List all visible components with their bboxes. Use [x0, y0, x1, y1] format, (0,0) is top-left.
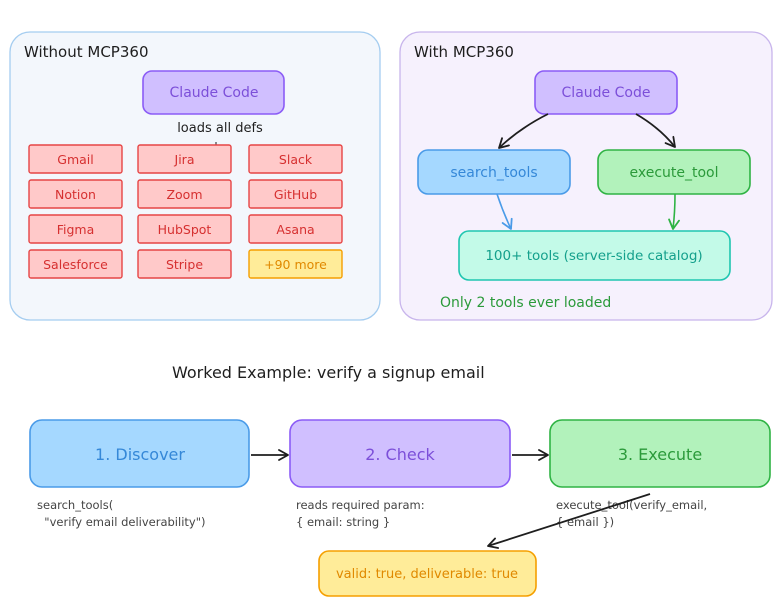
- tool-chip-box: [137, 214, 232, 244]
- example-flow: 1. Discover 2. Check 3. Execute search_t…: [29, 419, 771, 597]
- step-check-detail-line: { email: string }: [296, 515, 390, 529]
- step-check-node[interactable]: [289, 419, 511, 488]
- step-discover-detail-line: "verify email deliverability"): [37, 515, 205, 529]
- step-execute-detail-line: execute_tool(verify_email,: [556, 498, 707, 512]
- step-execute-label: 3. Execute: [618, 445, 702, 464]
- edge-execute-to-catalog: [668, 193, 680, 230]
- step-execute-detail: execute_tool(verify_email, { email }): [556, 498, 711, 529]
- tool-chip-label: Salesforce: [43, 257, 108, 272]
- search-tools-node[interactable]: [417, 149, 571, 195]
- tool-chip[interactable]: Notion: [28, 179, 123, 209]
- edge-search-to-catalog: [496, 193, 513, 230]
- tool-chip-label: Zoom: [166, 187, 202, 202]
- step-discover-detail-line: search_tools(: [37, 498, 113, 512]
- tool-chip-box: [28, 144, 123, 174]
- result-node[interactable]: [318, 550, 537, 597]
- execute-tool-node[interactable]: [597, 149, 751, 195]
- tool-chip-label: GitHub: [274, 187, 317, 202]
- tool-chip[interactable]: GitHub: [248, 179, 343, 209]
- tool-chip[interactable]: Figma: [28, 214, 123, 244]
- tool-chip[interactable]: Slack: [248, 144, 343, 174]
- client-node-left[interactable]: [142, 70, 285, 115]
- catalog-node-label: 100+ tools (server-side catalog): [485, 248, 702, 264]
- tool-chip-box: [248, 214, 343, 244]
- edge-client-to-search-tools: [498, 113, 549, 149]
- edge-client-to-execute-tool: [635, 113, 676, 148]
- edge-execute-to-result: [487, 493, 651, 549]
- tool-chip-label: Asana: [276, 222, 314, 237]
- tool-chip[interactable]: Stripe: [137, 249, 232, 279]
- step-check-label: 2. Check: [365, 445, 435, 464]
- panel-with-mcp360: With MCP360 Claude Code search_tools exe…: [399, 31, 773, 321]
- client-node-right[interactable]: [534, 70, 678, 115]
- tool-chip[interactable]: HubSpot: [137, 214, 232, 244]
- tool-chip[interactable]: Gmail: [28, 144, 123, 174]
- step-execute-detail-line: { email }): [556, 515, 614, 529]
- tool-chip[interactable]: Salesforce: [28, 249, 123, 279]
- tool-chip-box: [28, 179, 123, 209]
- tool-chip-label: Figma: [57, 222, 95, 237]
- client-node-right-label: Claude Code: [562, 85, 651, 101]
- tool-chip-label: Gmail: [57, 152, 93, 167]
- tool-chip-label: Stripe: [166, 257, 203, 272]
- panel-left-frame: [9, 31, 381, 321]
- tool-chip-box: [248, 249, 343, 279]
- panel-without-mcp360: Without MCP360 Claude Code loads all def…: [9, 31, 381, 321]
- execute-tool-node-label: execute_tool: [629, 165, 718, 181]
- tool-chip-box: [137, 144, 232, 174]
- tool-chip-box: [28, 214, 123, 244]
- panel-left-title: Without MCP360: [24, 43, 148, 61]
- tool-chip-box: [137, 249, 232, 279]
- panel-right-title: With MCP360: [414, 43, 514, 61]
- search-tools-node-label: search_tools: [450, 165, 537, 181]
- catalog-node[interactable]: [458, 230, 731, 281]
- tool-chip-box: [248, 144, 343, 174]
- step-check-detail: reads required param: { email: string }: [296, 498, 428, 529]
- tools-loaded-note: Only 2 tools ever loaded: [440, 295, 611, 311]
- step-check-detail-line: reads required param:: [296, 498, 425, 512]
- tool-chip-box: [28, 249, 123, 279]
- tool-chip-label: Jira: [174, 152, 195, 167]
- result-node-label: valid: true, deliverable: true: [336, 567, 518, 582]
- tool-chip-label: Notion: [55, 187, 96, 202]
- tool-chip-box: [248, 179, 343, 209]
- tool-chip-label: HubSpot: [158, 222, 212, 237]
- tool-chip-more[interactable]: +90 more: [248, 249, 343, 279]
- tool-chip[interactable]: Jira: [137, 144, 232, 174]
- step-discover-node[interactable]: [29, 419, 250, 488]
- edge-label-loads-all-defs: loads all defs: [177, 121, 263, 136]
- tool-chip[interactable]: Asana: [248, 214, 343, 244]
- tool-chip-box: [137, 179, 232, 209]
- tool-chip-label: +90 more: [264, 257, 327, 272]
- client-node-left-label: Claude Code: [170, 85, 259, 101]
- tool-chip[interactable]: Zoom: [137, 179, 232, 209]
- step-discover-label: 1. Discover: [95, 445, 185, 464]
- step-execute-node[interactable]: [549, 419, 771, 488]
- example-title: Worked Example: verify a signup email: [172, 363, 485, 382]
- tool-chip-label: Slack: [279, 152, 313, 167]
- step-discover-detail: search_tools( "verify email deliverabili…: [37, 498, 205, 529]
